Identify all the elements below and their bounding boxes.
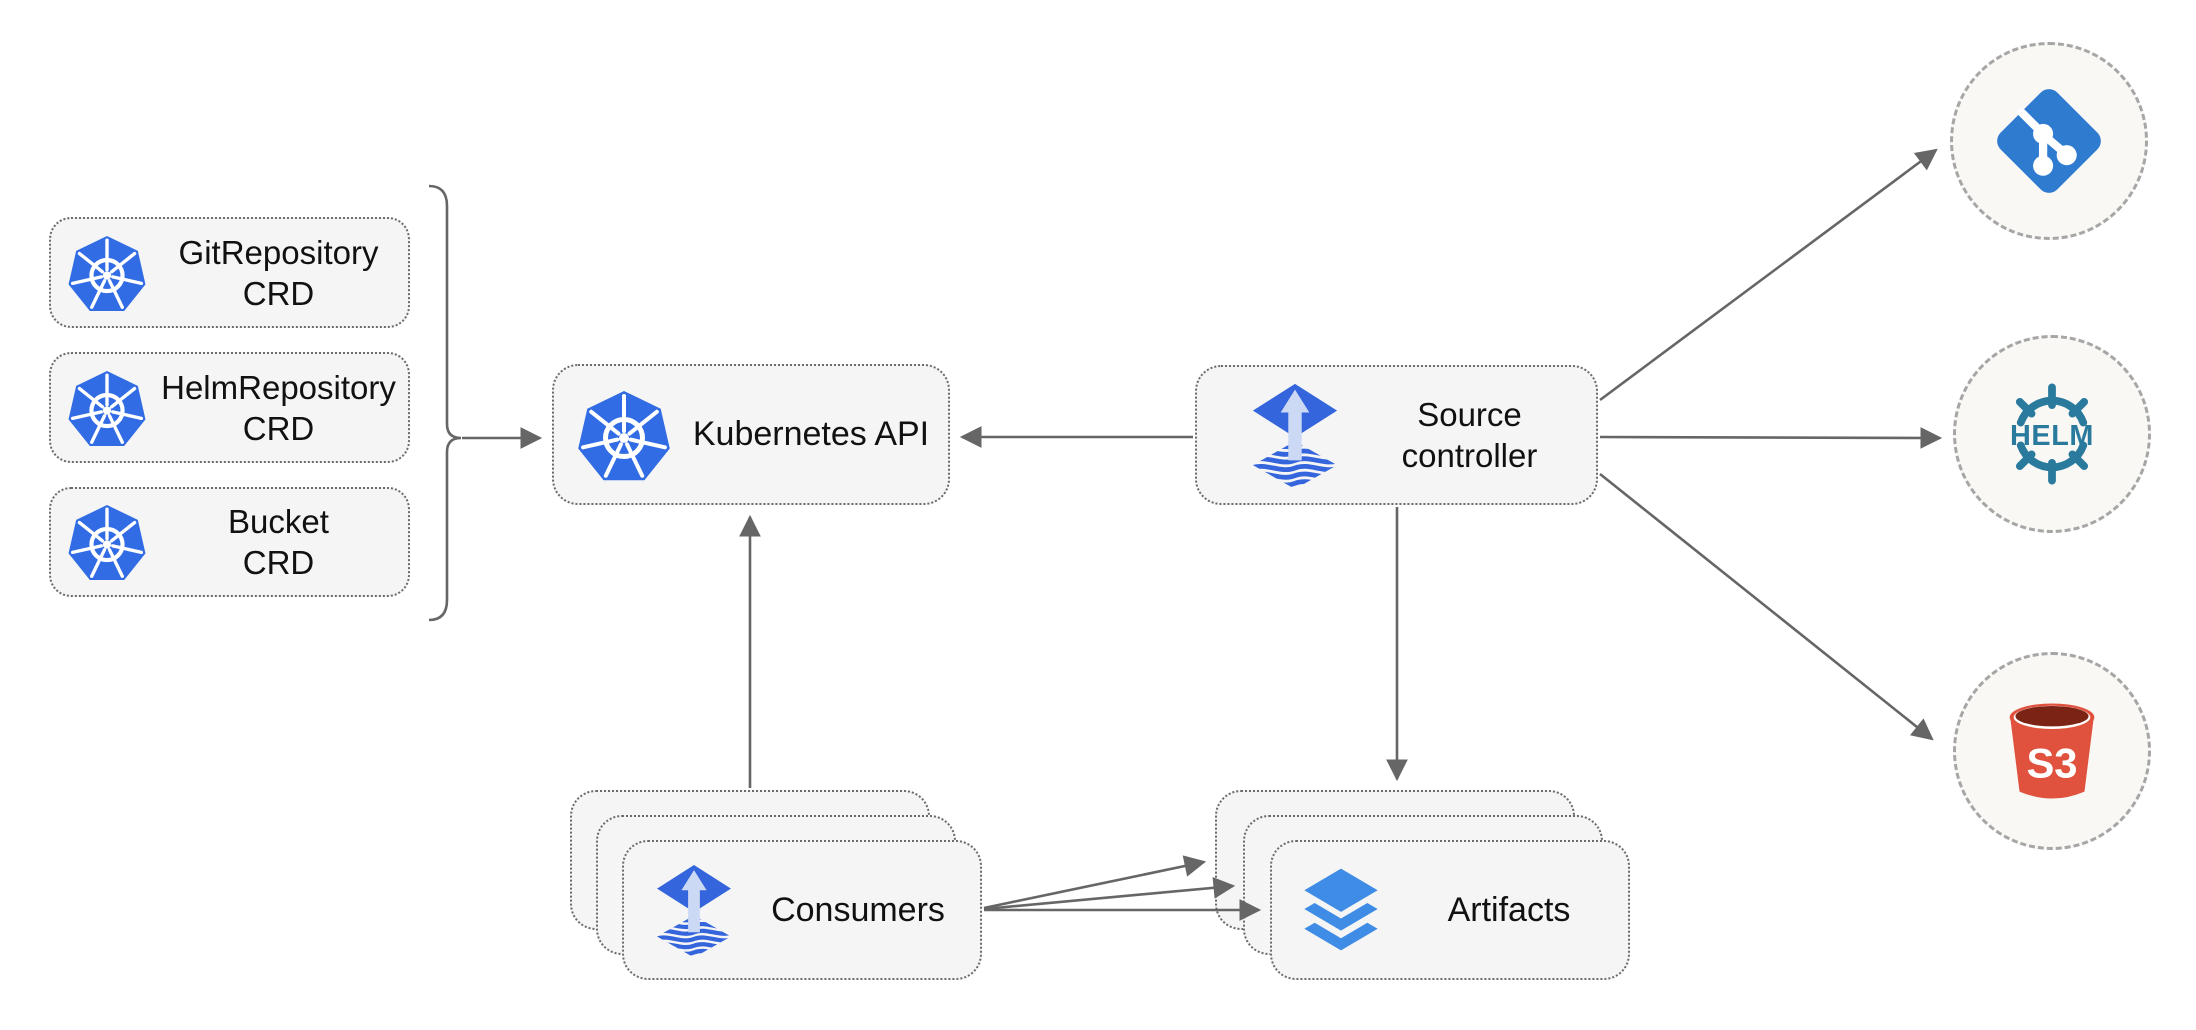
crd-label-line1: Bucket — [228, 503, 329, 540]
kubernetes-api-node: Kubernetes API — [552, 364, 950, 505]
crd-box-helmrepository-label: HelmRepository CRD — [149, 367, 408, 449]
crd-group-brace — [428, 184, 462, 622]
crd-label-line1: HelmRepository — [161, 368, 396, 406]
crd-box-gitrepository: GitRepository CRD — [49, 217, 410, 328]
flux-icon — [652, 853, 736, 967]
s3-endpoint-circle — [1953, 652, 2151, 850]
s3-bucket-icon — [1994, 693, 2110, 809]
kubernetes-icon — [65, 366, 149, 450]
edge-source-to-git — [1599, 148, 1938, 402]
source-controller-line1: Source — [1417, 396, 1522, 433]
crd-box-gitrepository-label: GitRepository CRD — [149, 232, 408, 314]
edge-consumers-to-artifacts-2 — [983, 877, 1236, 911]
git-icon — [1990, 82, 2108, 200]
flux-icon — [1247, 380, 1343, 490]
crd-label-line2: CRD — [242, 409, 315, 447]
kubernetes-icon — [65, 231, 149, 315]
kubernetes-icon — [574, 385, 674, 485]
consumers-label: Consumers — [771, 890, 945, 929]
helm-endpoint-circle — [1953, 335, 2151, 533]
edge-source-to-s3 — [1599, 472, 1934, 741]
kubernetes-api-label: Kubernetes API — [692, 415, 930, 453]
crd-label-line2: CRD — [242, 544, 315, 581]
helm-icon — [1991, 378, 2113, 490]
crd-box-bucket: Bucket CRD — [49, 487, 410, 597]
artifacts-node: Artifacts — [1270, 840, 1630, 980]
source-controller-label: Source controller — [1343, 394, 1596, 476]
layers-icon — [1292, 863, 1390, 957]
crd-box-helmrepository: HelmRepository CRD — [49, 352, 410, 463]
edge-consumers-to-artifacts-1 — [983, 855, 1207, 910]
edge-source-to-helm — [1599, 427, 1943, 449]
crd-label-line2: CRD — [242, 274, 315, 312]
crd-box-bucket-label: Bucket CRD — [149, 501, 408, 583]
git-endpoint-circle — [1950, 42, 2148, 240]
consumers-node: Consumers — [622, 840, 982, 980]
kubernetes-icon — [65, 500, 149, 584]
source-controller-line2: controller — [1401, 437, 1538, 474]
crd-label-line1: GitRepository — [178, 233, 379, 271]
source-controller-node: Source controller — [1195, 365, 1598, 505]
artifacts-label: Artifacts — [1447, 890, 1571, 929]
